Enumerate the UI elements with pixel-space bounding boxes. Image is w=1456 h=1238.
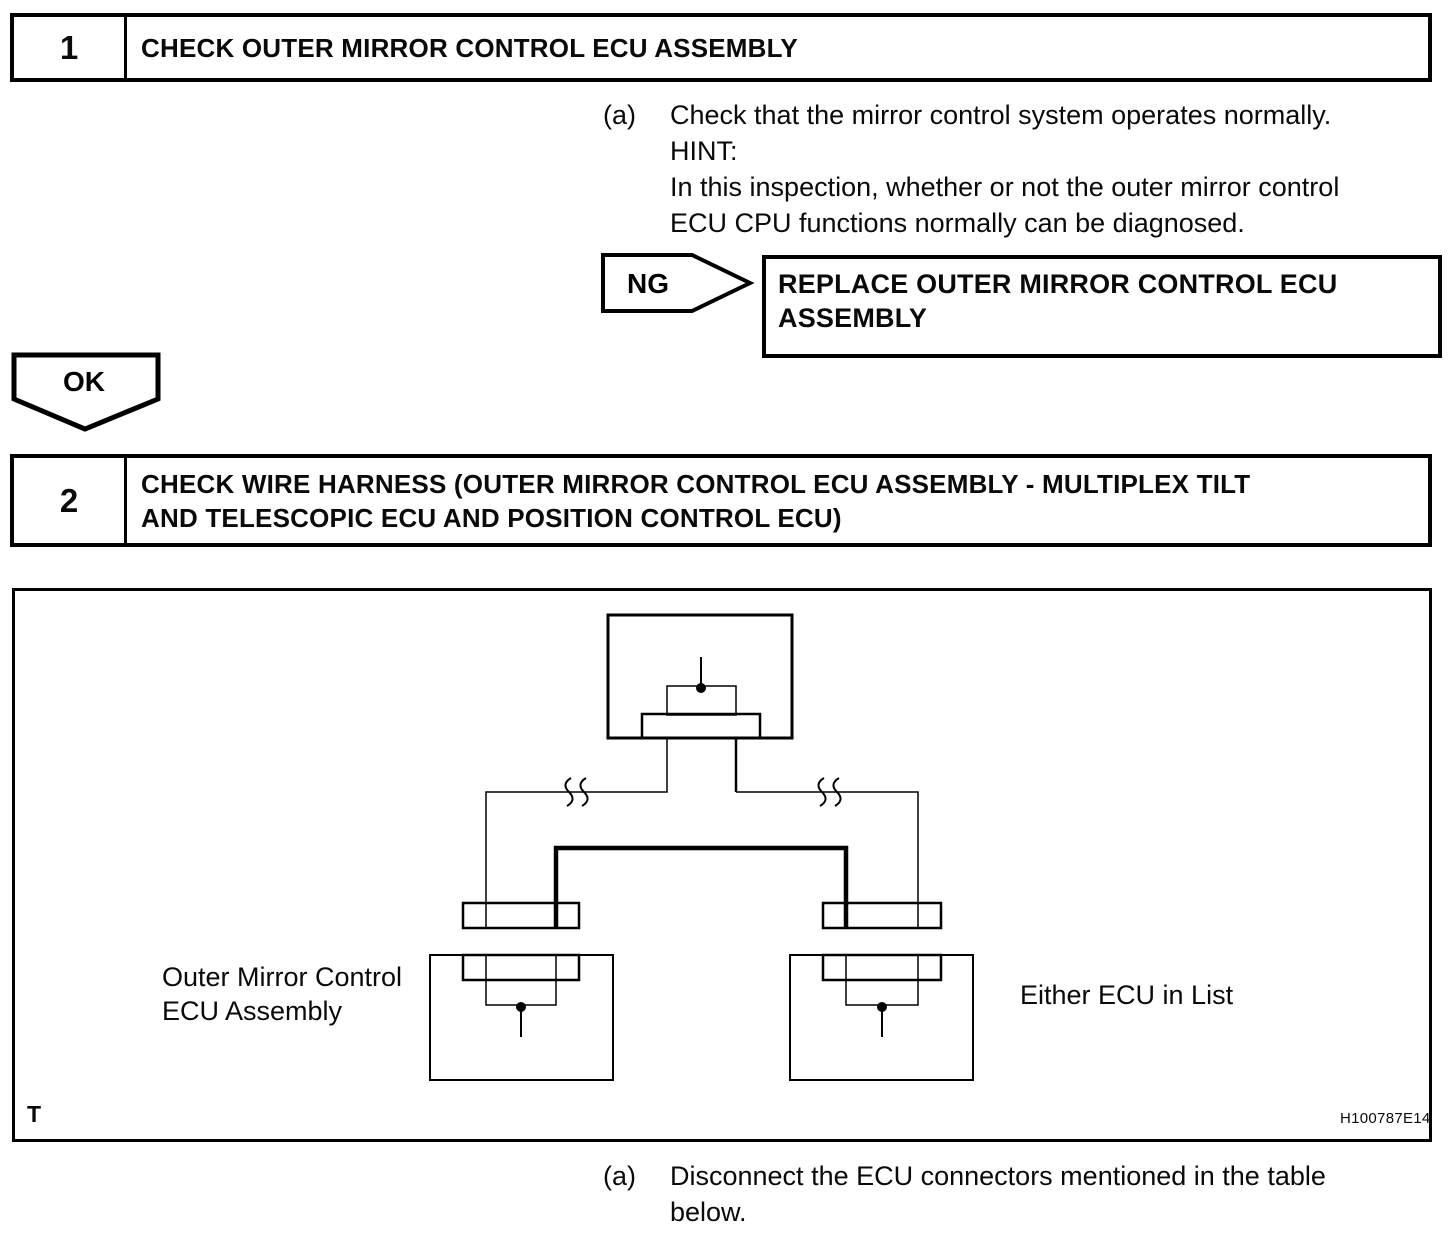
action-line: REPLACE OUTER MIRROR CONTROL ECU <box>778 269 1338 299</box>
left-ecu-symbol <box>429 901 614 1081</box>
wire-checked-thick <box>553 845 849 928</box>
left-ecu-label-line: ECU Assembly <box>162 996 343 1026</box>
action-line: ASSEMBLY <box>778 303 928 333</box>
wiring-diagram-figure <box>12 588 1432 1142</box>
wiring-diagram-svg <box>12 588 1432 1142</box>
wire-right-thin <box>736 791 919 928</box>
step-2-item-marker: (a) <box>603 1161 636 1191</box>
diagram-corner-mark: T <box>27 1101 42 1127</box>
wire-break-icon <box>832 777 842 807</box>
ok-arrow-icon: OK <box>11 352 161 432</box>
step-2-header: 2 CHECK WIRE HARNESS (OUTER MIRROR CONTR… <box>10 454 1432 547</box>
wire-left-thin <box>485 738 668 928</box>
body-line: Disconnect the ECU connectors mentioned … <box>670 1161 1326 1191</box>
ng-arrow-shape <box>601 253 755 313</box>
body-line: ECU CPU functions normally can be diagno… <box>670 208 1245 238</box>
top-ecu-terminal-dot <box>696 683 706 693</box>
ng-action-box: REPLACE OUTER MIRROR CONTROL ECU ASSEMBL… <box>762 255 1442 358</box>
ok-arrow-shape <box>11 352 161 432</box>
harness-wires <box>485 738 919 928</box>
top-ecu-symbol <box>606 613 794 740</box>
left-ecu-label-line: Outer Mirror Control <box>162 962 403 992</box>
wire-break-icon <box>817 777 827 807</box>
step-1-title-line: CHECK OUTER MIRROR CONTROL ECU ASSEMBLY <box>141 32 798 63</box>
ng-arrow-icon: NG <box>601 253 755 313</box>
diagram-frame-border <box>12 588 1432 1142</box>
left-harness-connector <box>461 901 581 930</box>
body-line: below. <box>670 1197 747 1227</box>
right-harness-connector <box>821 901 943 930</box>
step-1-item-marker: (a) <box>603 100 636 130</box>
step-1-number: 1 <box>14 17 127 78</box>
wire-break-icon <box>579 777 589 807</box>
right-ecu-symbol <box>789 901 974 1081</box>
body-line: In this inspection, whether or not the o… <box>670 172 1340 202</box>
step-2-title-line: AND TELESCOPIC ECU AND POSITION CONTROL … <box>141 502 842 533</box>
step-1-title: CHECK OUTER MIRROR CONTROL ECU ASSEMBLY <box>127 17 1428 78</box>
step-1-item-text: Check that the mirror control system ope… <box>670 97 1339 241</box>
figure-code: H100787E14 <box>1340 1110 1431 1127</box>
step-2-number: 2 <box>14 458 127 543</box>
body-line: Check that the mirror control system ope… <box>670 100 1332 130</box>
ng-arrow-label: NG <box>627 268 669 299</box>
top-harness-connector <box>640 712 762 740</box>
left-ecu-connector-outer <box>461 953 581 982</box>
body-line: HINT: <box>670 136 738 166</box>
step-1-header: 1 CHECK OUTER MIRROR CONTROL ECU ASSEMBL… <box>10 13 1432 82</box>
right-ecu-connector-outer <box>821 953 943 982</box>
ok-arrow-label: OK <box>63 366 105 397</box>
right-ecu-label: Either ECU in List <box>1020 980 1234 1010</box>
wire-break-icon <box>564 777 574 807</box>
left-ecu-label: Outer Mirror Control ECU Assembly <box>162 960 402 1028</box>
step-2-item-text: Disconnect the ECU connectors mentioned … <box>670 1158 1326 1230</box>
step-2-title-line: CHECK WIRE HARNESS (OUTER MIRROR CONTROL… <box>141 468 1251 499</box>
step-2-title: CHECK WIRE HARNESS (OUTER MIRROR CONTROL… <box>127 458 1428 543</box>
